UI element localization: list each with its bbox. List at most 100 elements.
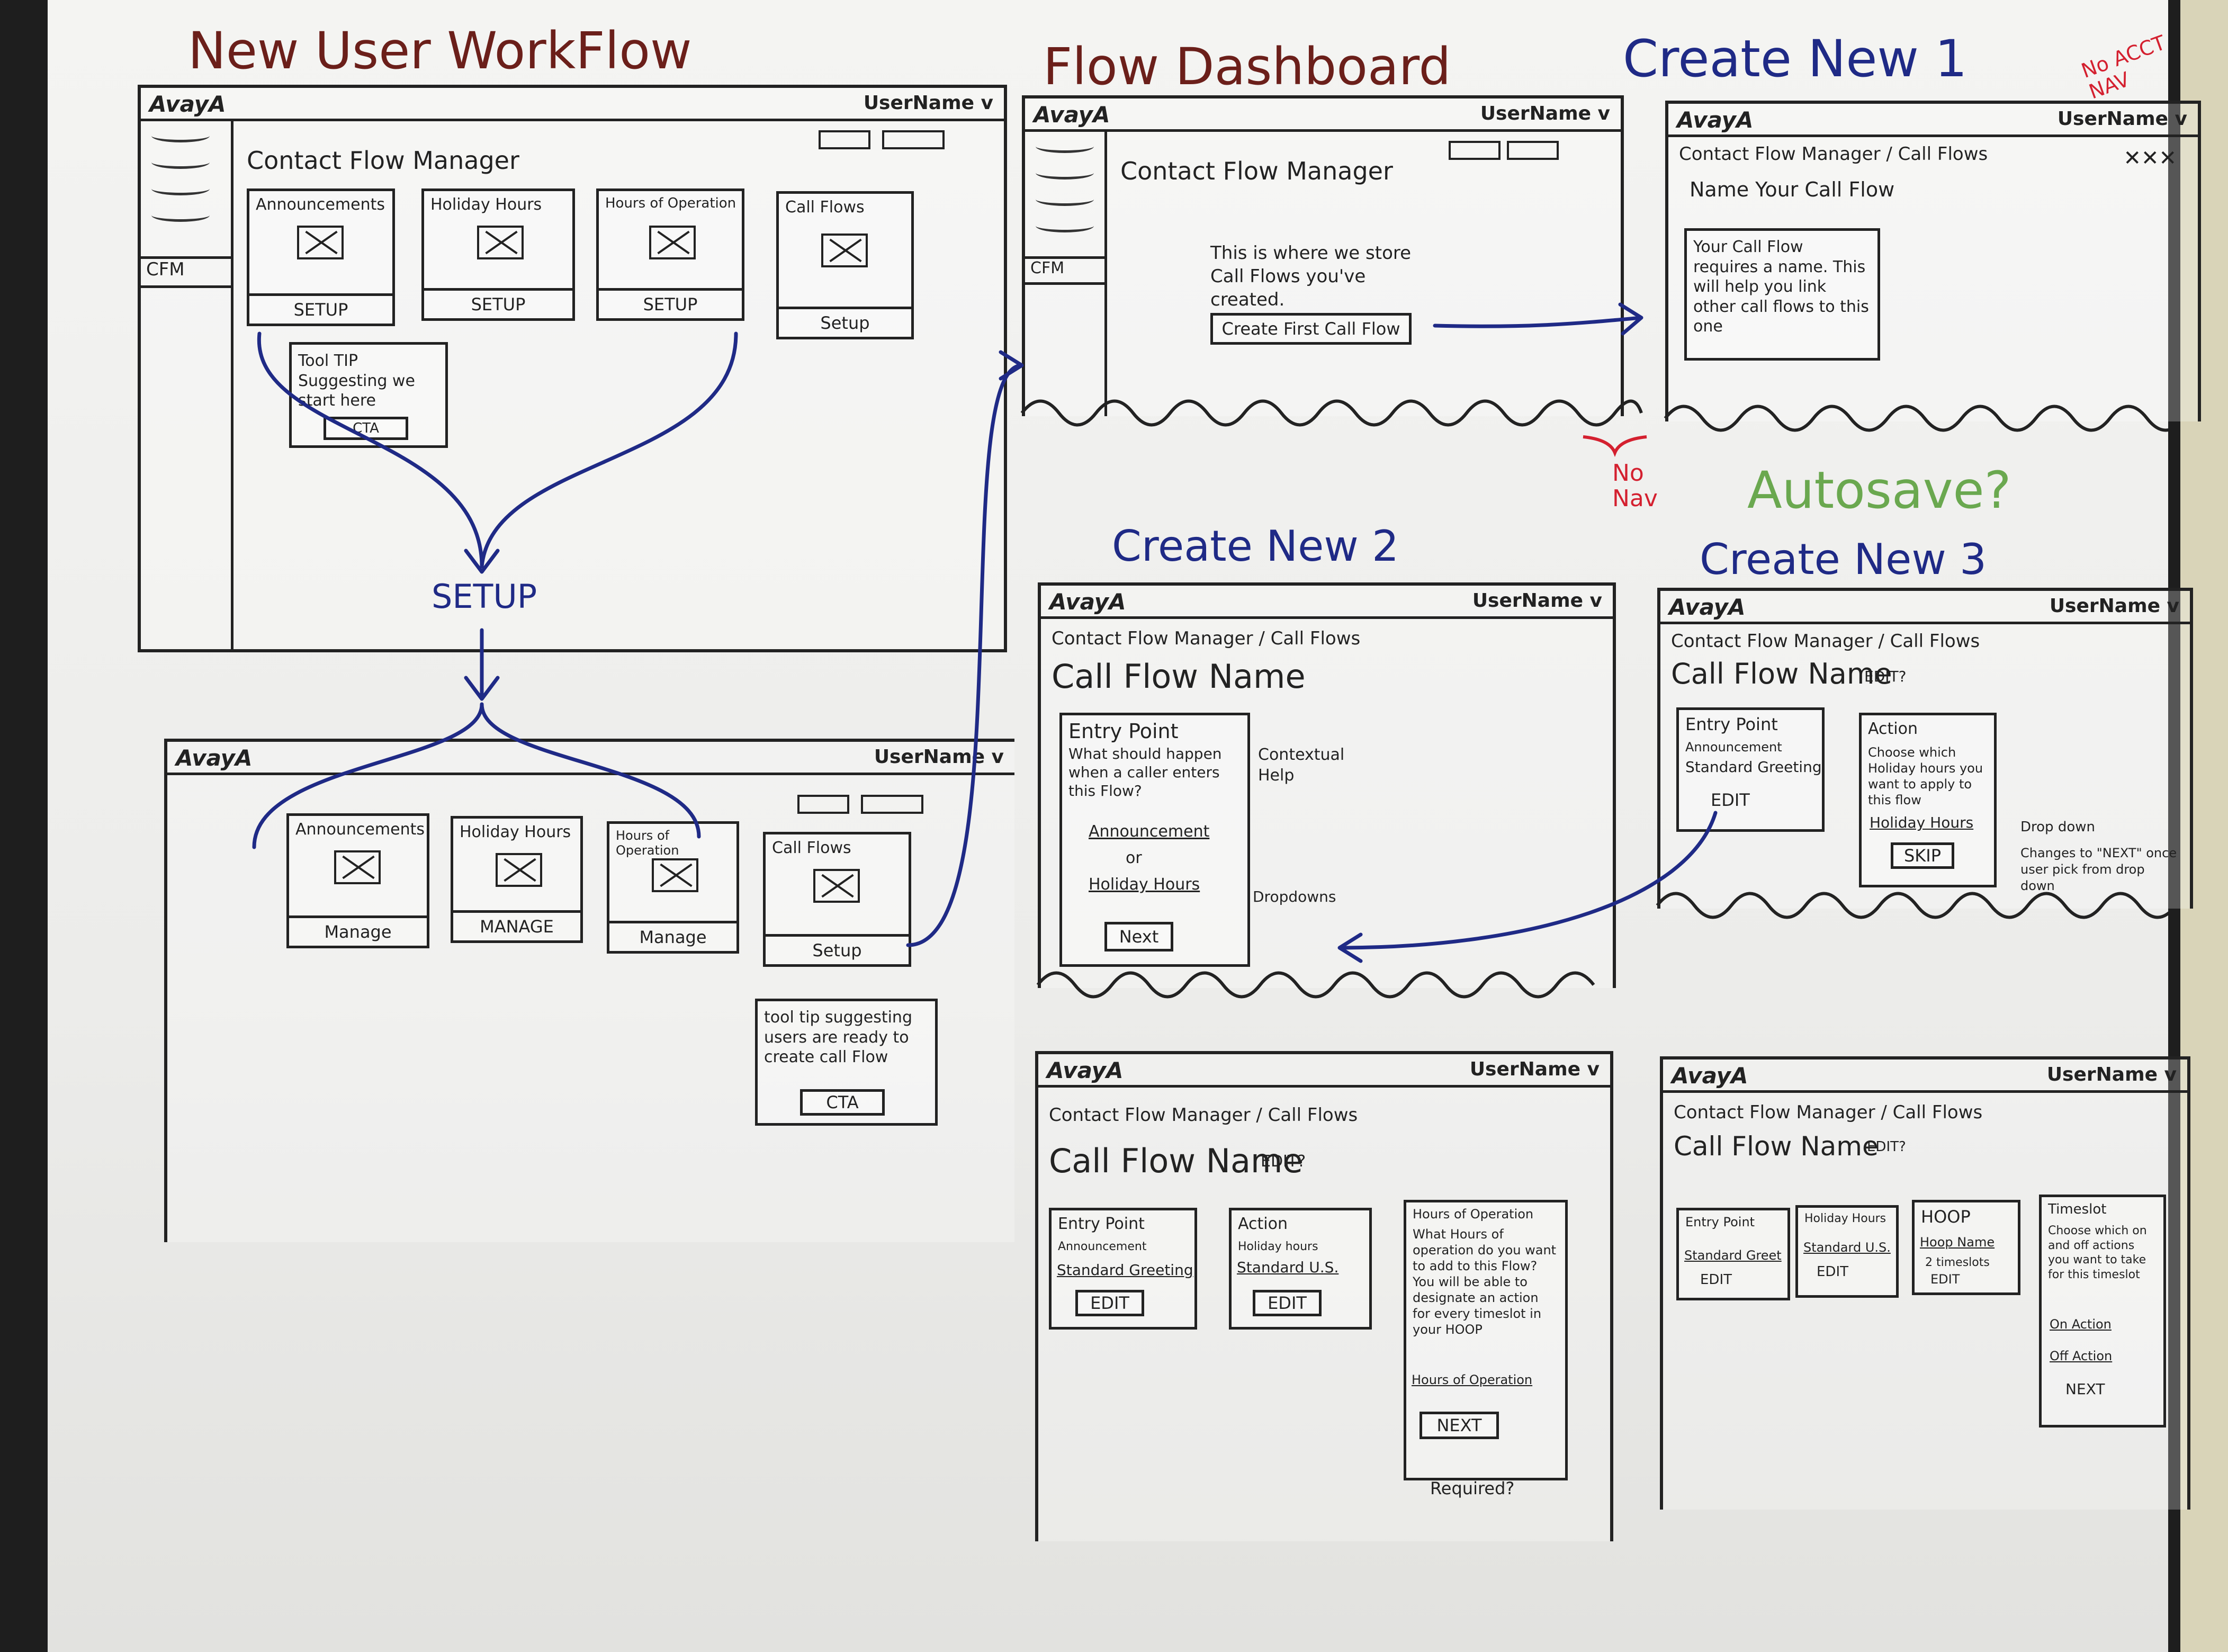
holiday-hours-card: Holiday Hours Standard U.S. EDIT: [1795, 1205, 1899, 1298]
sidebar-item-cfm[interactable]: CFM: [1025, 256, 1104, 285]
edit-button[interactable]: EDIT: [1700, 1272, 1732, 1288]
sidebar-item[interactable]: [151, 182, 210, 195]
hours-of-operation-card: Hours of Operation What Hours of operati…: [1404, 1200, 1568, 1480]
entry-point-value: Standard Greet: [1684, 1248, 1782, 1263]
breadcrumb[interactable]: Contact Flow Manager / Call Flows: [1679, 143, 1988, 165]
sidebar-item[interactable]: [1036, 219, 1094, 232]
user-menu[interactable]: UserName v: [2046, 1064, 2177, 1085]
dropdown[interactable]: [1507, 141, 1559, 160]
next-button[interactable]: NEXT: [1420, 1412, 1499, 1439]
next-button[interactable]: NEXT: [2065, 1380, 2105, 1398]
entry-point-question: What should happen when a caller enters …: [1068, 745, 1222, 800]
entry-point-value: Standard Greeting: [1685, 758, 1822, 776]
entry-point-sub: Announcement: [1685, 740, 1782, 755]
user-menu[interactable]: UserName v: [1480, 103, 1610, 124]
card-announcements: Announcements Manage: [286, 813, 429, 948]
action-value: Standard U.S.: [1237, 1259, 1339, 1276]
card-call-flows: Call Flows Setup: [776, 191, 914, 339]
sidebar: CFM: [1025, 129, 1107, 416]
edit-button[interactable]: EDIT: [1930, 1272, 1960, 1287]
call-flow-name: Call Flow Name: [1049, 1142, 1303, 1180]
name-your-call-flow-label[interactable]: Name Your Call Flow: [1690, 178, 1895, 201]
manage-button[interactable]: MANAGE: [453, 910, 580, 940]
dropdown[interactable]: [1449, 141, 1501, 160]
tooltip-text: tool tip suggesting users are ready to c…: [764, 1008, 912, 1066]
cta-button[interactable]: CTA: [800, 1089, 885, 1116]
hoop-title: Hours of Operation: [1413, 1207, 1534, 1222]
cta-button[interactable]: CTA: [324, 417, 408, 440]
holiday-hours-dropdown[interactable]: Holiday Hours: [1870, 814, 1974, 831]
edit-tag[interactable]: EDIT?: [1261, 1152, 1306, 1171]
edit-tag[interactable]: EDIT?: [1864, 668, 1907, 685]
card-title: Announcements: [256, 195, 385, 214]
timeslot-title: Timeslot: [2048, 1201, 2107, 1217]
manage-button[interactable]: Manage: [609, 921, 736, 951]
breadcrumb[interactable]: Contact Flow Manager / Call Flows: [1049, 1105, 1358, 1126]
edit-button[interactable]: EDIT: [1817, 1264, 1848, 1280]
image-placeholder-icon: [649, 226, 696, 259]
user-menu[interactable]: UserName v: [874, 746, 1004, 768]
setup-button[interactable]: Setup: [779, 307, 911, 337]
user-menu[interactable]: UserName v: [2057, 108, 2187, 130]
sidebar-item-cfm[interactable]: CFM: [141, 256, 231, 288]
breadcrumb[interactable]: Contact Flow Manager / Call Flows: [1674, 1102, 1983, 1123]
next-button[interactable]: Next: [1104, 922, 1173, 951]
sidebar-item[interactable]: [151, 156, 210, 169]
dropdown[interactable]: [819, 130, 870, 149]
sidebar-item[interactable]: [1036, 193, 1094, 206]
dropdown[interactable]: [882, 130, 945, 149]
contextual-help-note: Contextual Help: [1258, 746, 1345, 785]
image-placeholder-icon: [297, 226, 344, 259]
card-call-flows: Call Flows Setup: [763, 832, 911, 967]
sidebar-item[interactable]: [151, 209, 210, 222]
sidebar-item[interactable]: [1036, 166, 1094, 179]
holiday-hours-dropdown[interactable]: Holiday Hours: [1089, 875, 1200, 894]
entry-point-value: Standard Greeting: [1057, 1261, 1193, 1279]
card-title: Call Flows: [785, 198, 865, 217]
breadcrumb[interactable]: Contact Flow Manager / Call Flows: [1052, 628, 1361, 649]
sidebar: CFM: [141, 119, 233, 649]
off-action-dropdown[interactable]: Off Action: [2050, 1349, 2113, 1363]
setup-button[interactable]: SETUP: [249, 293, 392, 324]
dropdown-note: Drop down: [2020, 819, 2095, 835]
edit-button[interactable]: EDIT: [1253, 1290, 1322, 1316]
top-bar: AvayA UserName v: [167, 742, 1014, 775]
card-hours-of-operation: Hours of Operation Manage: [607, 821, 739, 954]
timeslot-text: Choose which on and off actions you want…: [2048, 1224, 2147, 1281]
setup-button[interactable]: SETUP: [424, 288, 572, 318]
page-title: Contact Flow Manager: [247, 146, 519, 175]
setup-button[interactable]: Setup: [766, 934, 909, 964]
dropdown[interactable]: [861, 795, 923, 814]
manage-button[interactable]: Manage: [289, 915, 427, 946]
card-title: Hours of Operation: [616, 828, 679, 858]
image-placeholder-icon: [334, 850, 381, 884]
entry-point-title: Entry Point: [1068, 720, 1179, 743]
create-first-call-flow-button[interactable]: Create First Call Flow: [1210, 313, 1412, 345]
user-menu[interactable]: UserName v: [1472, 590, 1602, 612]
edit-tag[interactable]: EDIT?: [1867, 1139, 1906, 1155]
edit-button[interactable]: EDIT: [1711, 790, 1750, 810]
sidebar-item[interactable]: [151, 129, 210, 142]
create-new-1-heading: Create New 1: [1623, 29, 1968, 88]
announcement-dropdown[interactable]: Announcement: [1089, 822, 1210, 841]
whiteboard: New User WorkFlow Flow Dashboard Create …: [48, 0, 2201, 1652]
on-action-dropdown[interactable]: On Action: [2050, 1317, 2112, 1332]
top-bar: AvayA UserName v: [1025, 98, 1621, 132]
hours-of-operation-dropdown[interactable]: Hours of Operation: [1412, 1372, 1533, 1387]
setup-button[interactable]: SETUP: [599, 288, 742, 318]
brand-logo: AvayA: [149, 91, 226, 117]
connector-lines: [252, 302, 2168, 999]
screen-step-5: AvayA UserName v Contact Flow Manager / …: [1660, 1056, 2190, 1510]
skip-button[interactable]: SKIP: [1891, 842, 1954, 869]
brand-logo: AvayA: [176, 745, 253, 771]
user-menu[interactable]: UserName v: [2049, 595, 2179, 617]
user-menu[interactable]: UserName v: [863, 92, 993, 114]
user-menu[interactable]: UserName v: [1469, 1058, 1600, 1080]
crossed-out-icons: ✕✕✕: [2123, 146, 2177, 170]
top-bar: AvayA UserName v: [1663, 1060, 2187, 1093]
edit-button[interactable]: EDIT: [1075, 1290, 1144, 1316]
dropdown[interactable]: [797, 795, 849, 814]
breadcrumb[interactable]: Contact Flow Manager / Call Flows: [1671, 631, 1980, 652]
card-title: Call Flows: [772, 839, 851, 857]
sidebar-item[interactable]: [1036, 140, 1094, 153]
